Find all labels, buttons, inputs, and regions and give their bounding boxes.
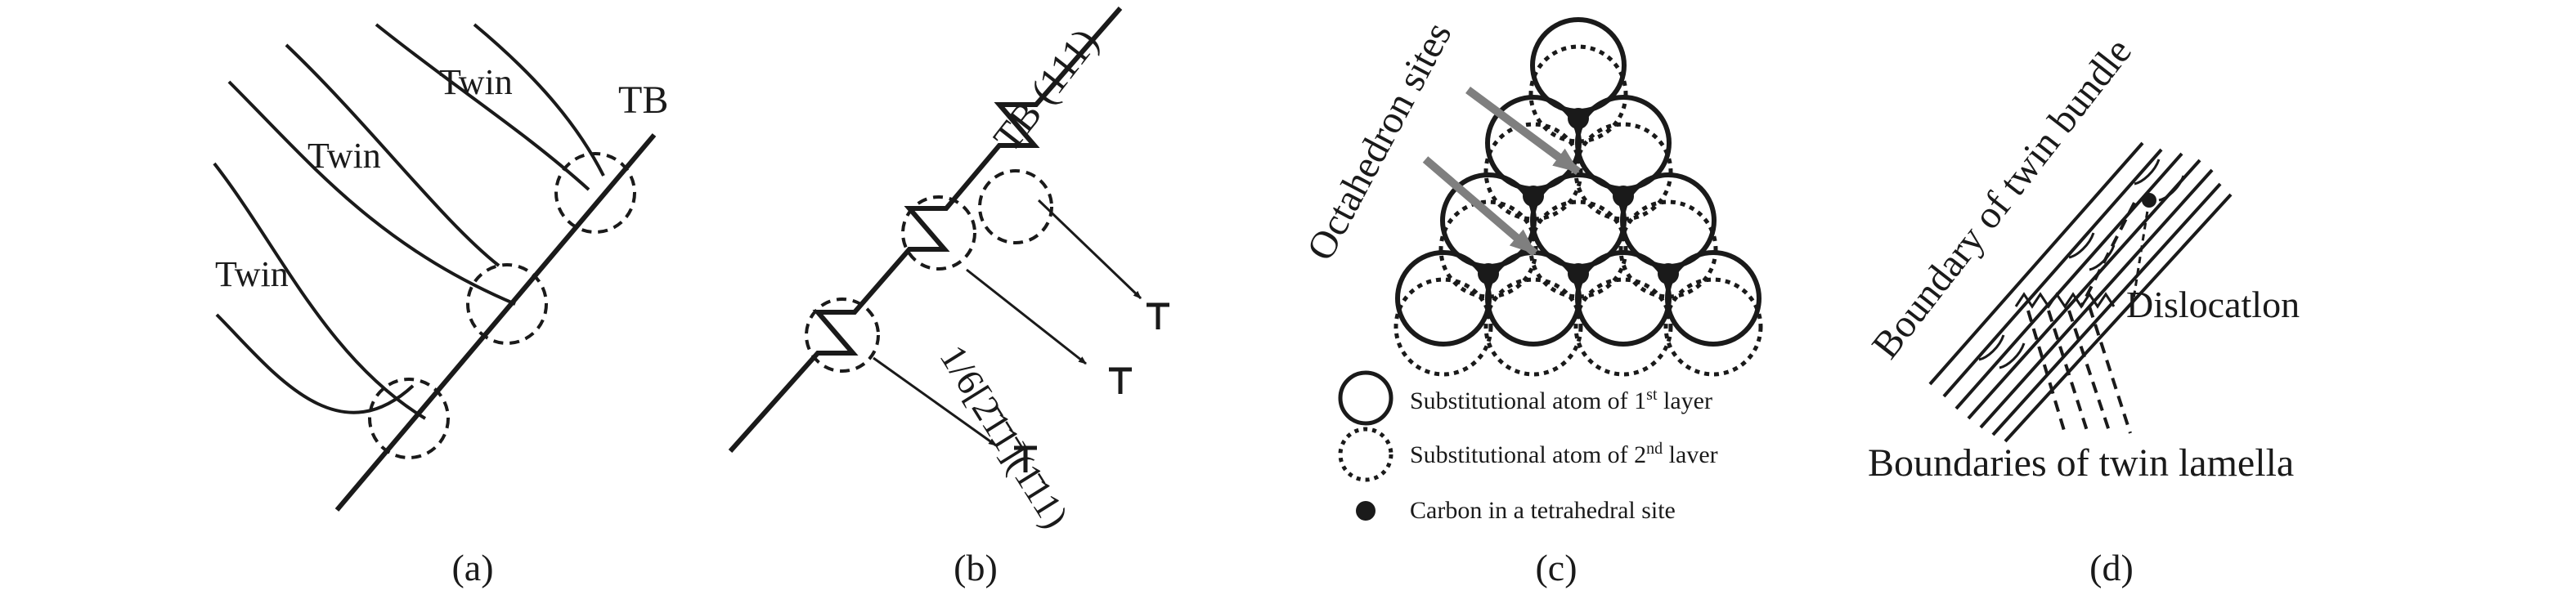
glide-arrow: [873, 356, 997, 447]
panel-d: Boundary of twin bundle Dislocatlon Boun…: [1864, 30, 2300, 588]
caption-b: (b): [954, 547, 998, 588]
dashed-circle: [554, 152, 636, 234]
caption-a: (a): [451, 547, 493, 588]
glide-arrow: [1037, 199, 1142, 300]
glide-arrow: [966, 268, 1087, 365]
twin-curve: [227, 80, 516, 306]
twin-label: Twin: [215, 254, 289, 294]
dislocation-symbol: [1109, 367, 1132, 394]
twin-curve: [213, 162, 427, 420]
legend-carbon-icon: [1356, 501, 1376, 521]
twin-label: Twin: [439, 62, 513, 102]
legend-first-layer-text: Substitutional atom of 1st layer: [1410, 386, 1712, 414]
boundaries-of-twin-lamella-label: Boundaries of twin lamella: [1868, 441, 2294, 485]
tb-label: TB: [618, 78, 668, 122]
twin-curve: [375, 23, 590, 191]
legend-second-layer-icon: [1338, 427, 1393, 482]
zigzag-boundary: [2014, 292, 2116, 309]
twin-curve: [215, 313, 415, 414]
dashed-circle: [466, 263, 548, 345]
legend-second-layer-text: Substitutional atom of 2nd laver: [1410, 440, 1718, 468]
twin-label: Twin: [307, 136, 381, 176]
twin-curve: [285, 43, 500, 267]
dashed-circle: [901, 195, 976, 271]
second-layer-atoms: [1393, 44, 1763, 377]
legend-carbon-text: Carbon in a tetrahedral site: [1410, 497, 1676, 524]
octahedron-sites-label: Octahedron sites: [1299, 16, 1461, 268]
panel-b: TB (111) 1/6[2̄1̄1̄](1̄11) (b): [728, 7, 1169, 588]
panel-a: Twin Twin Twin TB (a): [213, 23, 668, 588]
dashed-circle: [805, 298, 880, 373]
dislocation-symbol: [1147, 302, 1169, 329]
dislocation-symbol: [1014, 445, 1037, 472]
twin-boundary-line: [334, 133, 657, 512]
dashed-circle: [978, 169, 1053, 244]
panel-c: Octahedron sites Substitutional atom of …: [1299, 16, 1763, 588]
dislocation-label: Dislocatlon: [2126, 284, 2300, 325]
dislocation-leader: [2131, 199, 2151, 305]
octahedron-arrow: [1422, 156, 1538, 257]
caption-c: (c): [1535, 547, 1577, 588]
tb-111-label: TB (111): [985, 20, 1107, 159]
lamella-boundary-dashed-lines: [2026, 202, 2136, 434]
twin-bundle-lines: [1928, 141, 2233, 443]
dashed-circle: [368, 378, 450, 459]
burgers-vector-label: 1/6[2̄1̄1̄](1̄11): [932, 338, 1077, 535]
octahedron-arrow: [1465, 86, 1581, 176]
caption-d: (d): [2089, 547, 2134, 588]
stepped-twin-boundary: [728, 7, 1123, 453]
legend-first-layer-icon: [1338, 370, 1393, 426]
tetrahedral-carbon-sites: [1478, 108, 1679, 284]
